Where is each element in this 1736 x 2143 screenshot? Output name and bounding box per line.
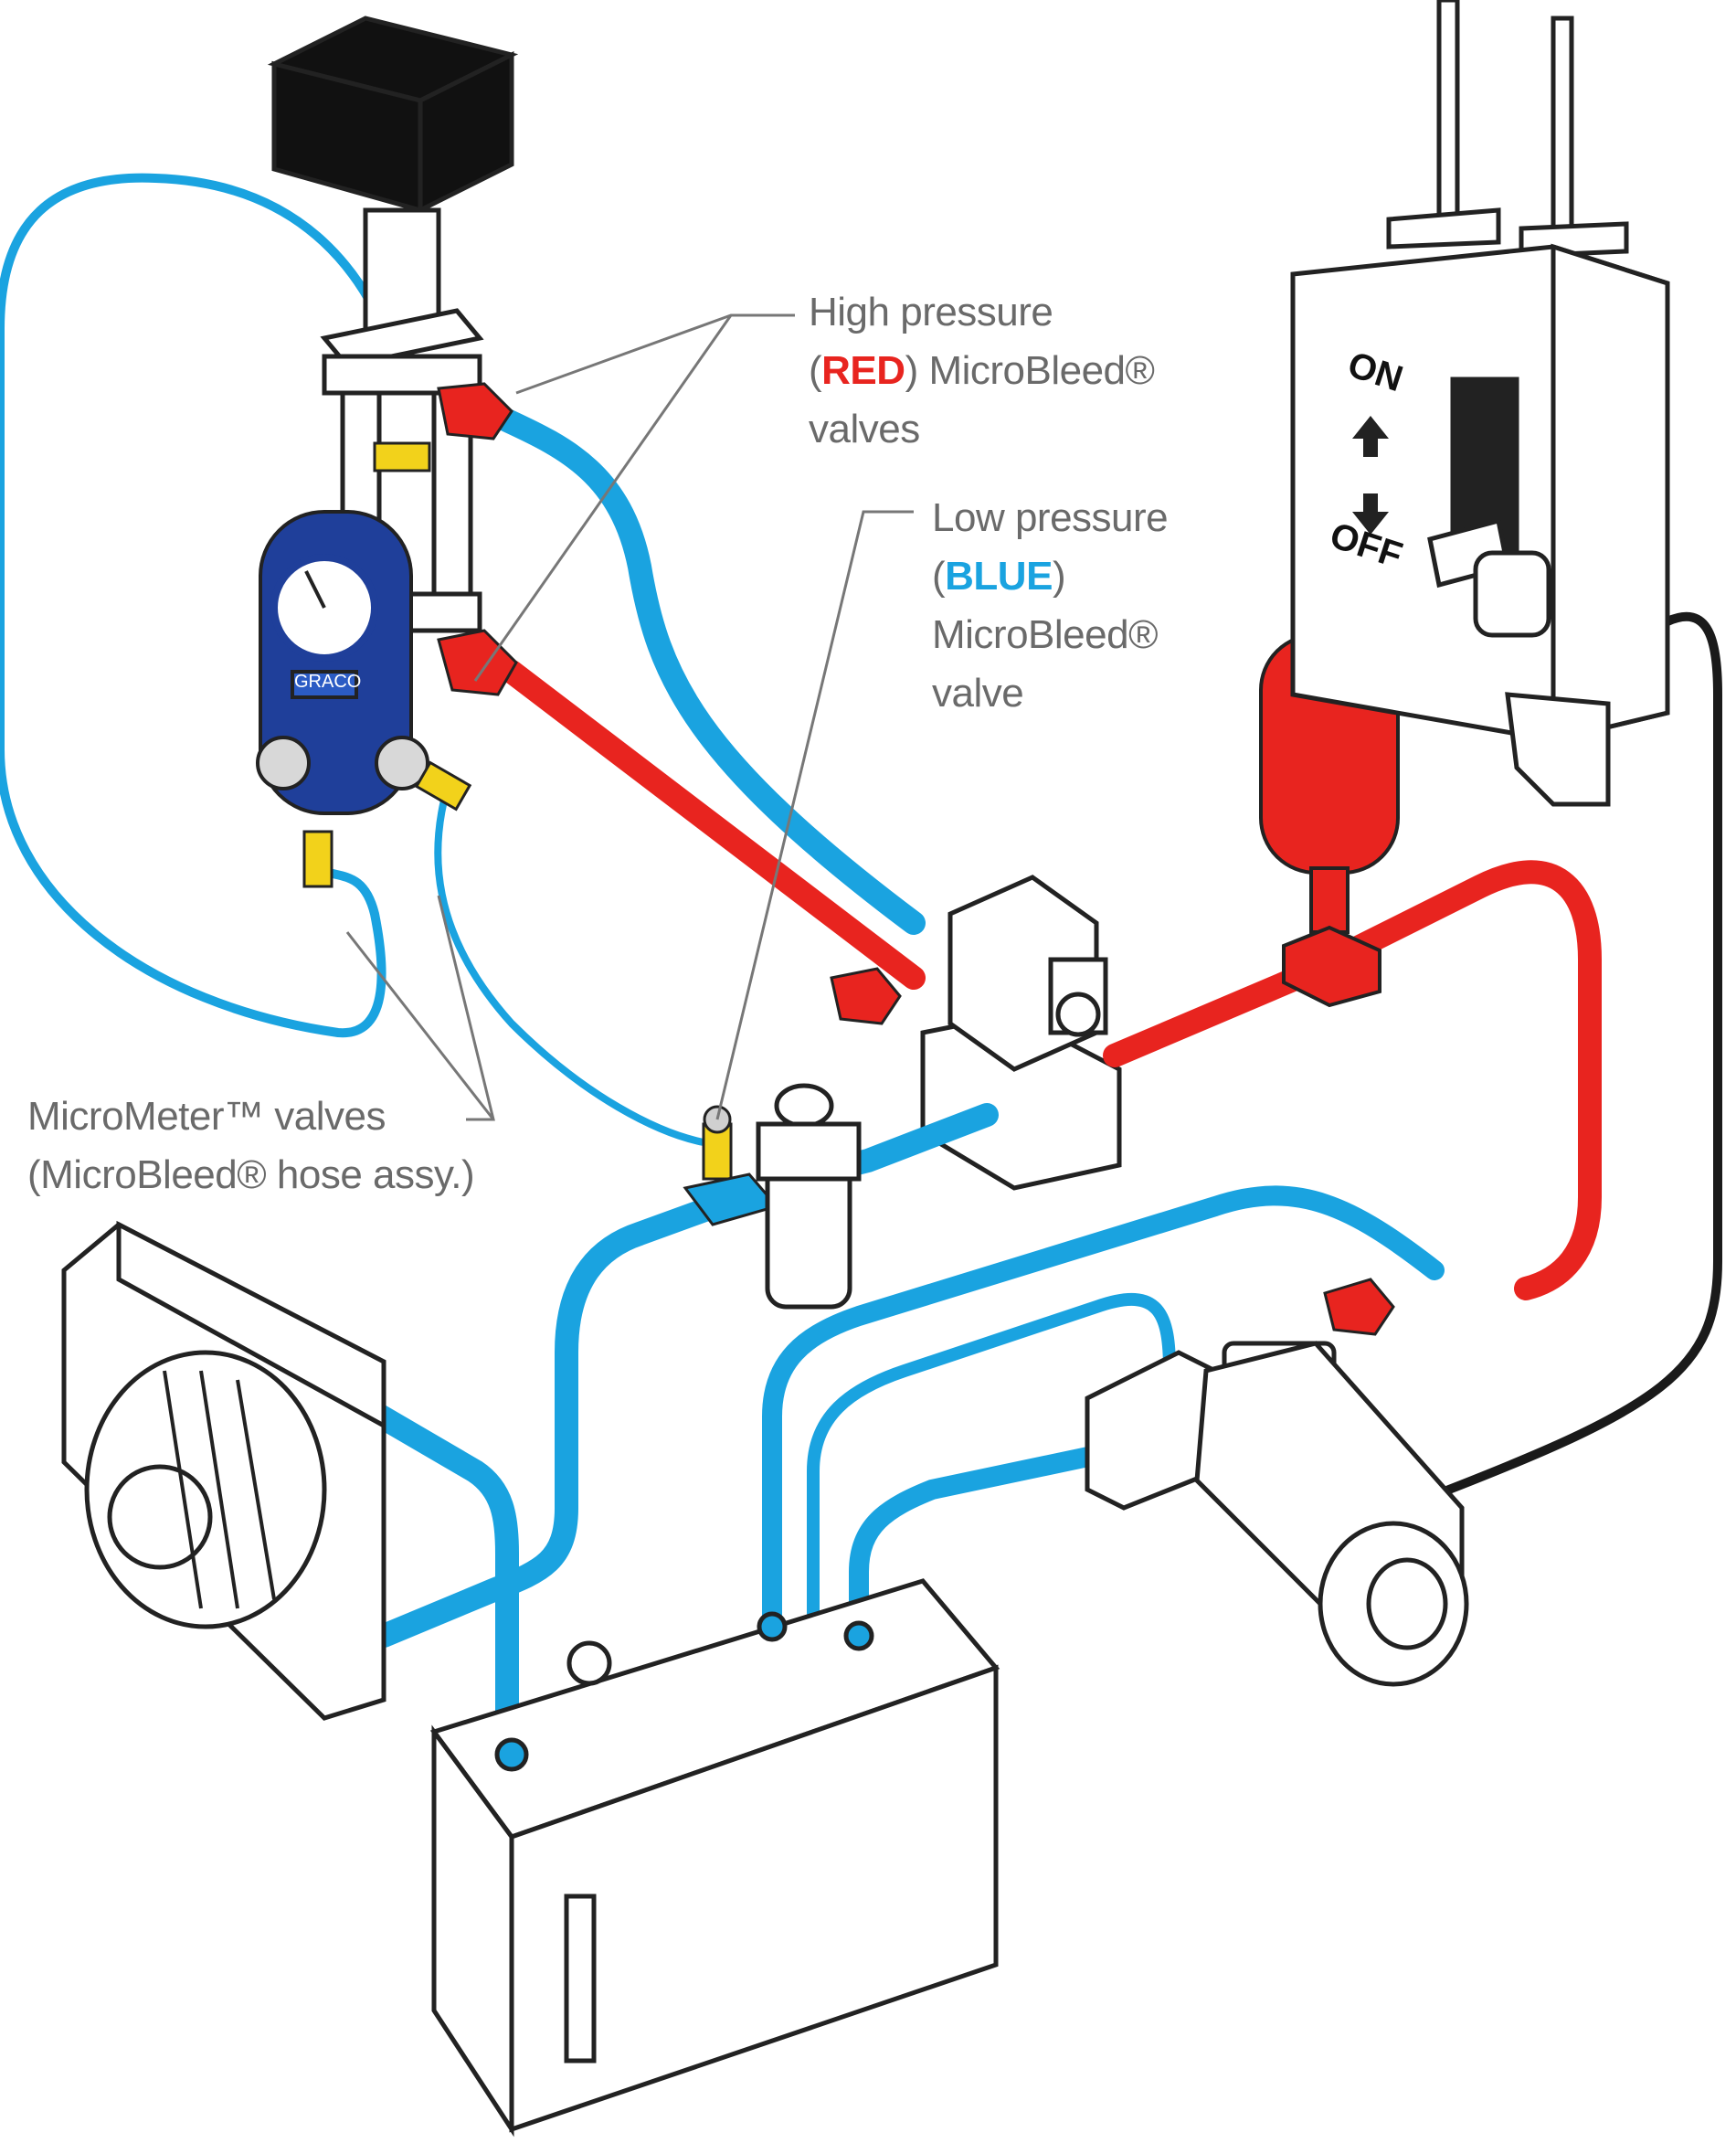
electrical-cable	[1421, 611, 1722, 1503]
low-pressure-label: Low pressure (BLUE) MicroBleed® valve	[932, 489, 1169, 723]
red-word: RED	[821, 348, 905, 393]
paren-close: )	[1052, 554, 1066, 599]
low-pressure-return-line	[372, 1185, 752, 1648]
micrometer-hose	[434, 784, 704, 1146]
micrometer-title: MicroMeter™ valves	[27, 1094, 386, 1139]
high-pressure-label: High pressure (RED) MicroBleed® valves	[809, 283, 1155, 459]
low-pressure-product: MicroBleed®	[932, 612, 1159, 657]
filter	[756, 1083, 862, 1310]
high-pressure-line-to-cylinder	[500, 660, 926, 990]
pressure-gauge-unit	[256, 510, 429, 815]
low-pressure-title: Low pressure	[932, 495, 1169, 540]
callout-leader-lines	[345, 313, 914, 1121]
tank-return-line-b	[807, 1292, 1176, 1619]
disconnect-switch-box	[1290, 0, 1670, 807]
high-pressure-product: ) MicroBleed®	[905, 348, 1155, 393]
low-pressure-color-line: (BLUE)	[932, 547, 1168, 606]
high-pressure-valves-text: valves	[809, 407, 920, 451]
high-pressure-title: High pressure	[809, 290, 1053, 334]
low-pressure-valve-text: valve	[932, 671, 1024, 716]
gauge-return-hose	[0, 173, 407, 1038]
pump-motor	[1085, 1341, 1469, 1687]
high-pressure-microbleed-valves	[437, 382, 1395, 1336]
blue-word: BLUE	[945, 554, 1053, 599]
low-pressure-line-to-cylinder	[495, 408, 926, 935]
micrometer-subtitle: (MicroBleed® hose assy.)	[27, 1152, 475, 1197]
reservoir-tank	[429, 1578, 1000, 2138]
gauge-brand-label: GRACO	[294, 672, 362, 692]
tank-return-line-a	[762, 1185, 1445, 1637]
directional-valve	[920, 875, 1122, 1191]
high-pressure-color-line: (RED) MicroBleed®	[809, 342, 1155, 400]
oil-cooler-fan	[61, 1220, 386, 1721]
cooler-to-tank-line	[354, 1395, 519, 1766]
switch-arrows	[1352, 416, 1389, 535]
paren-open: (	[809, 348, 822, 393]
tank-suction-line	[849, 1443, 1116, 1646]
micrometer-label: MicroMeter™ valves (MicroBleed® hose ass…	[27, 1087, 475, 1204]
paren-open: (	[932, 554, 946, 599]
high-pressure-supply-line	[1103, 860, 1602, 1300]
